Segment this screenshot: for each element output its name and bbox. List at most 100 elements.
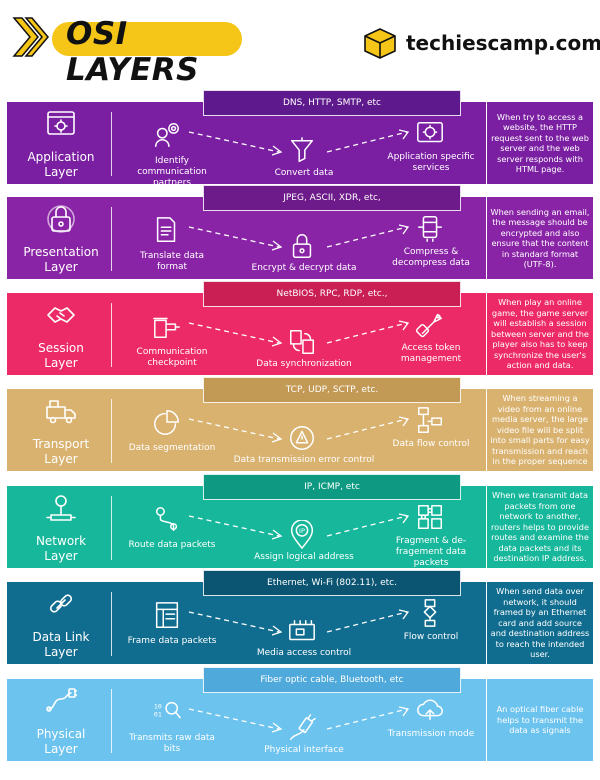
step-3-label: Compress & decompress data bbox=[392, 247, 470, 268]
step-2-label: Convert data bbox=[274, 168, 334, 178]
flow-arrow-icon bbox=[326, 416, 410, 440]
protocol-banner: Ethernet, Wi-Fi (802.11), etc. bbox=[203, 570, 461, 596]
cable-plug-icon bbox=[46, 688, 77, 712]
warning-circle-icon bbox=[290, 426, 314, 450]
layer-name-line2: Layer bbox=[44, 549, 78, 563]
layer-name: Presentation Layer bbox=[15, 245, 107, 275]
step-2-label: Encrypt & decrypt data bbox=[251, 263, 357, 273]
protocol-banner: JPEG, ASCII, XDR, etc, bbox=[203, 185, 461, 211]
circuit-board-icon bbox=[289, 619, 315, 641]
layer-name: Network Layer bbox=[15, 534, 107, 564]
protocol-banner: NetBIOS, RPC, RDP, etc., bbox=[203, 281, 461, 307]
layer-divider bbox=[111, 496, 112, 560]
layer-example-text: When streaming a video from an online me… bbox=[490, 393, 590, 467]
step-3-label: Access token management bbox=[400, 343, 462, 364]
layer-example-box: When try to access a website, the HTTP r… bbox=[487, 102, 593, 184]
layer-name-line2: Layer bbox=[44, 452, 78, 466]
cube-logo-icon bbox=[364, 28, 396, 59]
flow-diagram-icon bbox=[423, 599, 437, 627]
layer-name-line2: Layer bbox=[44, 165, 78, 179]
step-1-label: Data segmentation bbox=[128, 443, 216, 453]
layer-name-line2: Layer bbox=[44, 742, 78, 756]
step-1-label: Communication checkpoint bbox=[136, 347, 208, 368]
step-1-label: Identify communication partners bbox=[137, 156, 207, 188]
step-1-label: Route data packets bbox=[128, 540, 216, 550]
svg-text:IP: IP bbox=[299, 527, 305, 535]
chain-link-icon bbox=[49, 594, 73, 613]
ip-pin-icon: IP bbox=[290, 520, 314, 549]
step-2-label: Assign logical address bbox=[254, 552, 354, 562]
step-3-label: Fragment & de-fragement data packets bbox=[395, 536, 467, 568]
app-window-gear-icon bbox=[47, 111, 75, 135]
step-2-label: Physical interface bbox=[264, 745, 344, 755]
flow-arrow-icon bbox=[188, 131, 283, 156]
layer-name: Session Layer bbox=[15, 341, 107, 371]
protocol-banner: Fiber optic cable, Bluetooth, etc bbox=[203, 667, 461, 693]
layer-divider bbox=[111, 399, 112, 463]
flow-arrow-icon bbox=[326, 706, 410, 730]
layer-example-text: When sending an email, the message shoul… bbox=[490, 206, 590, 270]
layer-divider bbox=[111, 207, 112, 271]
flow-arrow-icon bbox=[188, 322, 283, 347]
layer-name-line1: Physical bbox=[36, 727, 86, 741]
flow-arrow-icon bbox=[326, 320, 410, 344]
lock-icon bbox=[47, 205, 75, 233]
title-highlight bbox=[52, 22, 242, 56]
person-target-icon bbox=[155, 123, 179, 147]
sync-documents-icon bbox=[290, 330, 314, 354]
layer-example-text: When try to access a website, the HTTP r… bbox=[491, 111, 589, 175]
step-3-label: Transmission mode bbox=[387, 729, 475, 739]
gear-screen-icon bbox=[417, 121, 443, 143]
step-1-label: Transmits raw data bits bbox=[129, 733, 215, 754]
layer-name-line1: Presentation bbox=[23, 245, 99, 259]
layer-example-text: When play an online game, the game serve… bbox=[491, 297, 589, 371]
page-title: OSI LAYERS bbox=[66, 16, 200, 88]
puzzle-icon bbox=[418, 505, 442, 529]
layer-example-text: When send data over network, it should f… bbox=[490, 586, 590, 660]
layer-example-box: When we transmit data packets from one n… bbox=[487, 486, 593, 568]
flow-arrow-icon bbox=[326, 224, 410, 248]
layer-name: Data Link Layer bbox=[15, 630, 107, 660]
layer-name-line1: Session bbox=[38, 341, 84, 355]
flow-arrow-icon bbox=[326, 609, 410, 633]
step-1-label: Translate data format bbox=[140, 251, 204, 272]
brand: techiescamp.com bbox=[362, 26, 600, 60]
server-rack-icon bbox=[153, 317, 180, 338]
usb-cable-icon bbox=[290, 714, 316, 740]
svg-text:01: 01 bbox=[154, 711, 162, 719]
layer-example-box: When streaming a video from an online me… bbox=[487, 389, 593, 471]
layer-name-line1: Transport bbox=[32, 437, 90, 451]
frame-document-icon bbox=[155, 602, 179, 628]
protocol-banner: DNS, HTTP, SMTP, etc bbox=[203, 90, 461, 116]
layer-example-text: When we transmit data packets from one n… bbox=[490, 490, 589, 564]
segments-circle-icon bbox=[154, 410, 179, 435]
brand-name: techiescamp.com bbox=[406, 31, 600, 55]
flow-arrow-icon bbox=[326, 129, 410, 153]
layer-name-line1: Application bbox=[27, 150, 95, 164]
layer-example-box: When send data over network, it should f… bbox=[487, 582, 593, 664]
protocol-banner: IP, ICMP, etc bbox=[203, 474, 461, 500]
layer-name: Physical Layer bbox=[15, 727, 107, 757]
layer-example-box: When play an online game, the game serve… bbox=[487, 293, 593, 375]
step-3-label: Application specific services bbox=[387, 152, 475, 173]
layer-divider bbox=[111, 303, 112, 367]
layer-name: Transport Layer bbox=[15, 437, 107, 467]
layer-name-line2: Layer bbox=[44, 260, 78, 274]
layer-name-line1: Data Link bbox=[32, 630, 90, 644]
padlock-icon bbox=[292, 234, 312, 258]
layer-name: Application Layer bbox=[15, 150, 107, 180]
layer-example-box: An optical fiber cable helps to transmit… bbox=[487, 679, 593, 761]
header: OSI LAYERS techiescamp.com bbox=[0, 0, 600, 88]
token-tag-icon bbox=[415, 313, 442, 338]
funnel-icon bbox=[290, 137, 314, 163]
compress-icon bbox=[418, 216, 442, 242]
layer-divider bbox=[111, 592, 112, 656]
step-2-label: Data transmission error control bbox=[233, 455, 375, 465]
step-2-label: Media access control bbox=[256, 648, 352, 658]
osi-layer-2: Presentation Layer Translate data format… bbox=[7, 197, 486, 279]
layer-name-line1: Network bbox=[35, 534, 87, 548]
flow-arrow-icon bbox=[188, 708, 283, 733]
step-1-label: Frame data packets bbox=[127, 636, 217, 646]
layer-divider bbox=[111, 112, 112, 176]
